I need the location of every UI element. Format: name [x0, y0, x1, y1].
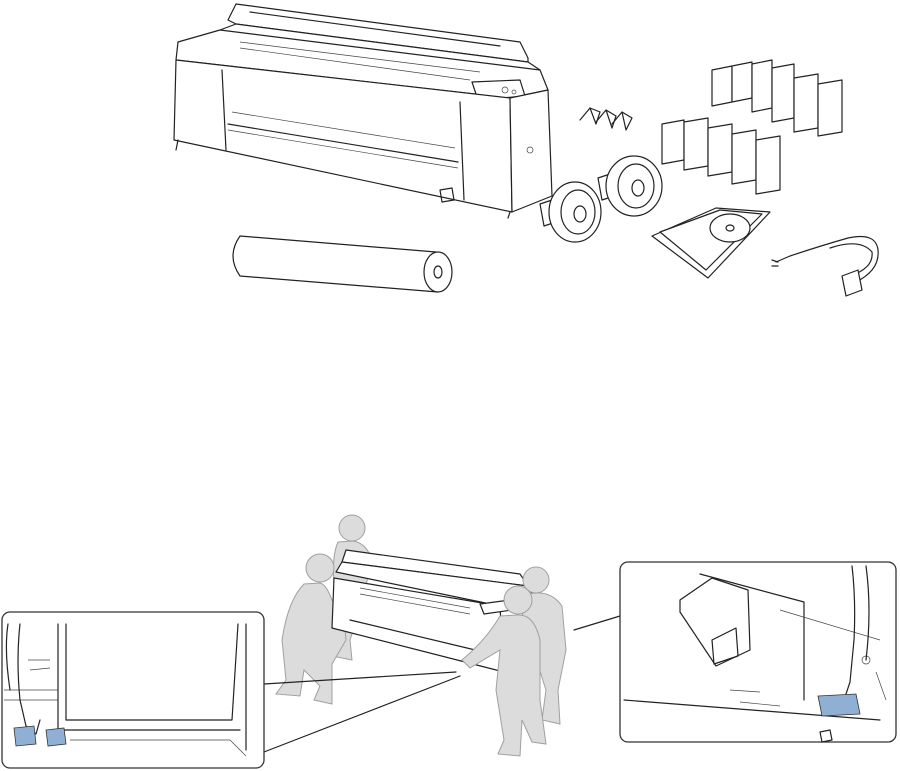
- software-cd-icon: [652, 208, 770, 278]
- right-handle-callout: [620, 562, 896, 742]
- paper-roll-icon: [233, 236, 452, 292]
- printer-icon: [174, 4, 552, 218]
- power-cord-icon: [772, 237, 878, 297]
- ink-cartridge-icon: [662, 60, 842, 194]
- spindle-adapter-icon: [598, 156, 662, 216]
- callout-leader-right: [574, 616, 620, 630]
- left-handle-callout: [2, 612, 264, 768]
- roll-holder-clip-icon: [580, 108, 632, 130]
